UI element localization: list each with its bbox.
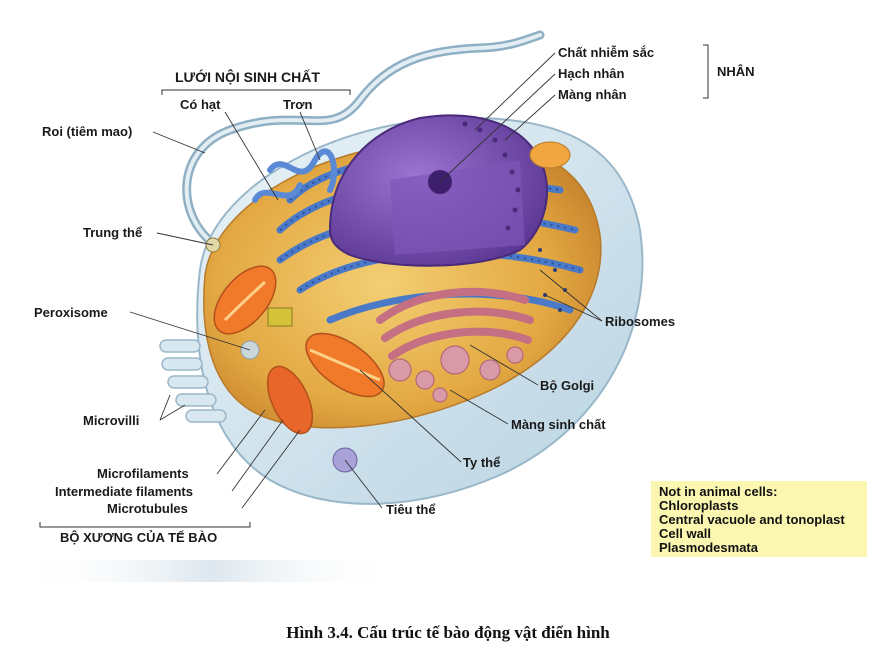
smooth-er-shapes [252, 148, 338, 203]
label-lysosome: Tiêu thể [386, 502, 436, 517]
label-cytoskeleton-group: BỘ XƯƠNG CỦA TẾ BÀO [60, 530, 218, 545]
label-golgi: Bộ Golgi [540, 378, 595, 393]
label-chromatin: Chất nhiễm sắc [558, 45, 655, 60]
label-mitochondria: Ty thể [463, 455, 501, 470]
label-intermediate-filaments: Intermediate filaments [55, 484, 193, 499]
label-microtubules: Microtubules [107, 501, 188, 516]
note-item: Plasmodesmata [659, 540, 758, 555]
note-item: Central vacuole and tonoplast [659, 512, 845, 527]
label-plasma-membrane: Màng sinh chất [511, 417, 606, 432]
label-nucleus-group: NHÂN [717, 64, 755, 79]
label-smooth-er: Trơn [283, 97, 313, 112]
label-rough-er: Có hạt [180, 97, 221, 112]
label-er-group: LƯỚI NỘI SINH CHẤT [175, 69, 320, 85]
ground-shadow [20, 560, 400, 582]
note-box: Not in animal cells: Chloroplasts Centra… [651, 481, 867, 557]
label-peroxisome: Peroxisome [34, 305, 108, 320]
label-flagellum: Roi (tiêm mao) [42, 124, 133, 139]
label-ribosomes: Ribosomes [605, 314, 676, 329]
label-microfilaments: Microfilaments [97, 466, 189, 481]
cytoskeleton-bracket [39, 522, 251, 528]
figure-caption: Hình 3.4. Cấu trúc tế bào động vật điển … [286, 623, 610, 642]
note-title: Not in animal cells: [659, 484, 778, 499]
label-nuclear-envelope: Màng nhân [558, 87, 627, 102]
mitochondria-shapes [213, 265, 385, 435]
microvilli-shapes [159, 339, 227, 423]
er-bracket [161, 89, 351, 95]
label-centrosome: Trung thể [83, 225, 143, 240]
note-item: Chloroplasts [659, 498, 739, 513]
note-item: Cell wall [659, 526, 712, 541]
golgi-shapes [376, 287, 534, 360]
leader-lines [129, 52, 603, 509]
label-microvilli: Microvilli [83, 413, 140, 428]
label-nucleolus: Hạch nhân [558, 66, 625, 81]
nucleus-bracket [703, 44, 709, 99]
